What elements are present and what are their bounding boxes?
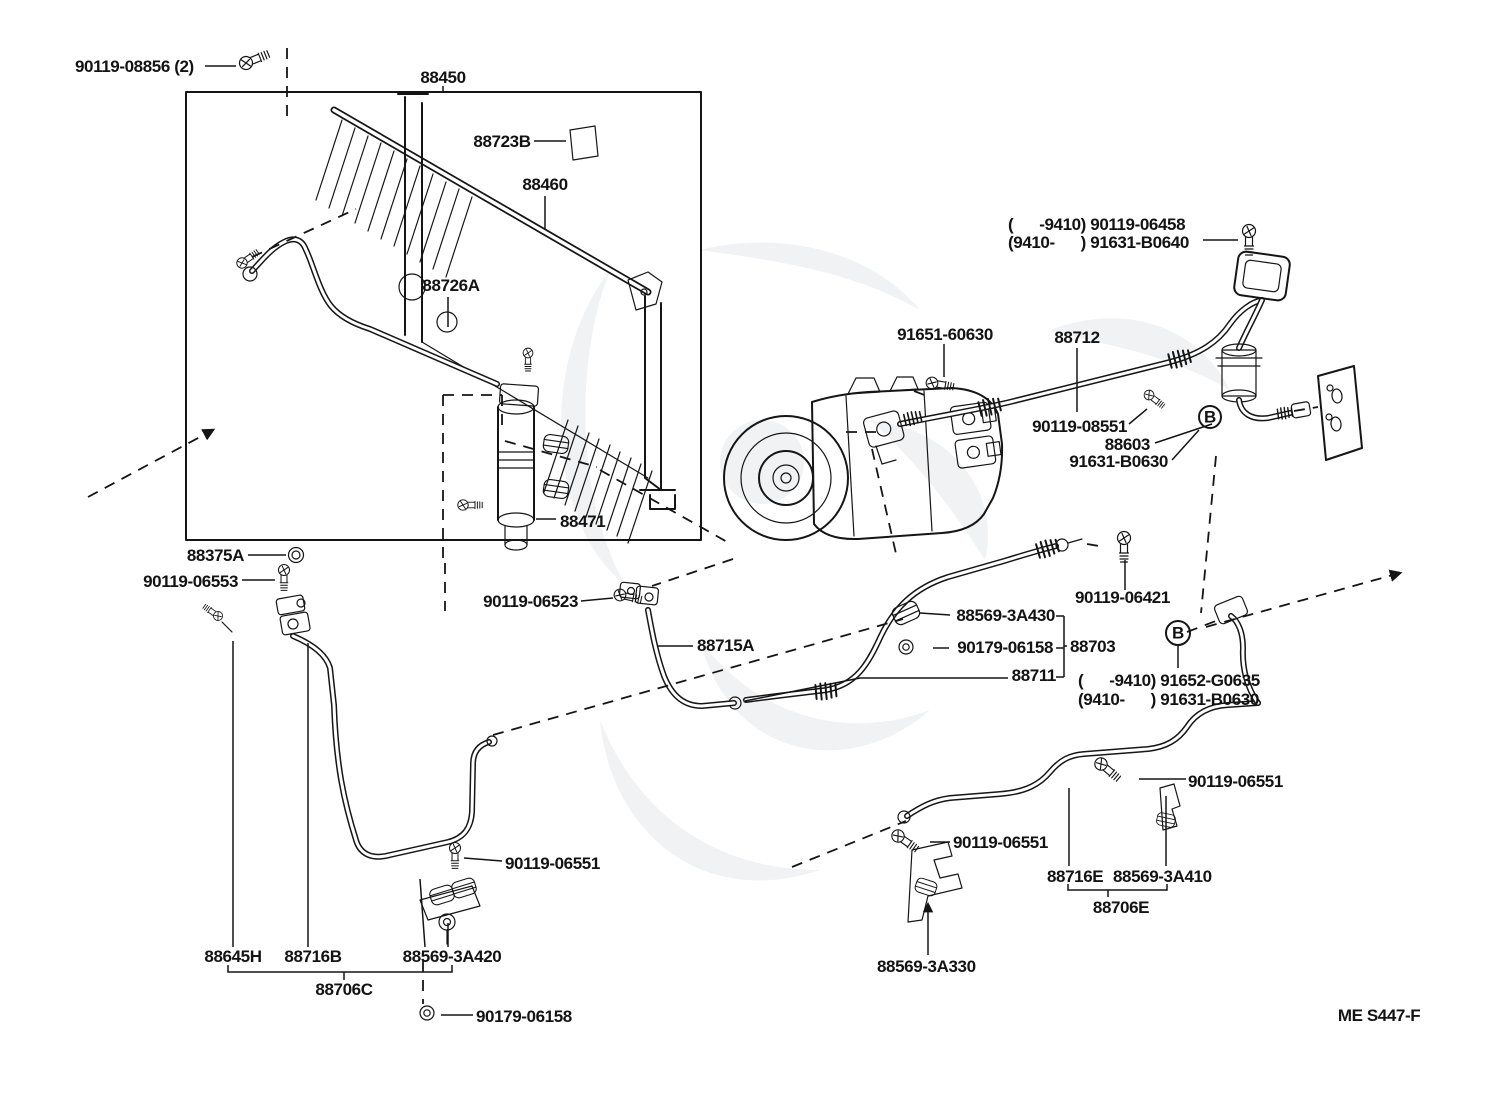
labels-layer: 90119-08856 (2) 88450 88723B 88460 88726A 884… xyxy=(75,57,1283,1026)
part-label-91631-B0640: (9410- ) 91631-B0640 xyxy=(1008,233,1189,252)
part-label-90179-06158-b: 90179-06158 xyxy=(476,1007,572,1026)
hose-elbow-block xyxy=(1233,250,1291,302)
part-label-88569-3A410: 88569-3A410 xyxy=(1113,867,1212,886)
valve-body-88603 xyxy=(1221,349,1257,397)
liquid-pipe-88726a xyxy=(242,239,497,384)
condenser-fins-top xyxy=(315,119,473,278)
firewall-plate xyxy=(1317,365,1363,461)
part-label-88712: 88712 xyxy=(1054,328,1099,347)
part-label-91631-B0630-b: (9410- ) 91631-B0630 xyxy=(1078,690,1259,709)
bracket-88706c xyxy=(227,965,453,980)
part-label-88706E: 88706E xyxy=(1093,898,1149,917)
part-label-88569-3A330: 88569-3A330 xyxy=(877,957,976,976)
part-label-88460: 88460 xyxy=(522,175,567,194)
part-label-88569-3A430: 88569-3A430 xyxy=(956,606,1055,625)
markers-layer: BB xyxy=(1165,405,1222,646)
callout-marker-B-0: B xyxy=(1198,405,1222,429)
bolt-drier-side xyxy=(457,499,483,511)
bolt-90119-06551-a xyxy=(1091,754,1124,784)
callout-marker-B-1: B xyxy=(1165,620,1191,646)
expansion-valve-and-plate xyxy=(1215,343,1363,461)
bracket-88706e xyxy=(1067,884,1168,897)
bolt-91651-60630 xyxy=(924,375,955,394)
part-label-90119-06551-c: 90119-06551 xyxy=(505,854,600,873)
bracket-88703 xyxy=(1056,615,1067,678)
part-label-88723B: 88723B xyxy=(473,132,530,151)
part-label-88726A: 88726A xyxy=(422,276,479,295)
part-label-88716E: 88716E xyxy=(1047,867,1103,886)
compressor-pulley xyxy=(723,415,849,541)
part-label-90119-06458: ( -9410) 90119-06458 xyxy=(1008,215,1185,234)
condenser-assembly xyxy=(315,93,676,544)
part-label-88450: 88450 xyxy=(420,68,465,87)
bolt-90119-08856 xyxy=(236,47,272,73)
part-label-88716B: 88716B xyxy=(284,947,341,966)
bolt-90119-06553 xyxy=(277,563,291,591)
part-label-88471: 88471 xyxy=(560,512,605,531)
receiver-drier xyxy=(497,383,570,551)
leader-lines xyxy=(205,65,1238,1016)
part-label-88603: 88603 xyxy=(1105,435,1150,454)
part-label-88715A: 88715A xyxy=(697,636,754,655)
diagram-code: ME S447-F xyxy=(1338,1006,1420,1025)
part-label-91651-60630: 91651-60630 xyxy=(897,325,993,344)
nut-90179-06158-a xyxy=(898,639,914,655)
part-label-88711: 88711 xyxy=(1012,666,1056,685)
bolt-drier-top xyxy=(522,347,534,372)
part-label-90119-08856: 90119-08856 (2) xyxy=(75,57,194,76)
bolt-90119-08551 xyxy=(1141,387,1167,411)
part-label-88569-3A420: 88569-3A420 xyxy=(403,947,502,966)
part-label-90119-06553: 90119-06553 xyxy=(143,572,238,591)
bolt-90119-06551-c xyxy=(448,841,462,869)
part-label-90119-06523: 90119-06523 xyxy=(483,592,578,611)
left-pipe-assembly xyxy=(221,594,498,945)
bolt-left-stub xyxy=(201,602,225,623)
part-label-90119-08551: 90119-08551 xyxy=(1032,417,1127,436)
part-label-90119-06421: 90119-06421 xyxy=(1075,588,1170,607)
cushion-pad-88723b xyxy=(569,125,599,161)
discharge-hose-88712 xyxy=(862,250,1291,465)
part-label-88645H: 88645H xyxy=(204,947,261,966)
svg-text:B: B xyxy=(1172,624,1184,643)
pipe-bracket-88716e xyxy=(907,841,963,923)
svg-text:B: B xyxy=(1204,408,1216,427)
part-label-88703: 88703 xyxy=(1070,637,1115,656)
ring-88375a xyxy=(287,546,305,564)
compressor xyxy=(723,376,1004,541)
part-label-90119-06551-b: 90119-06551 xyxy=(953,833,1048,852)
part-label-88375A: 88375A xyxy=(187,546,244,565)
part-label-88706C: 88706C xyxy=(315,980,372,999)
bolt-90119-06421 xyxy=(1116,530,1132,563)
nut-90179-06158-b xyxy=(419,1005,435,1021)
pipe-bracket-3a410 xyxy=(1159,783,1181,831)
rear-pipe-88706e xyxy=(897,595,1258,923)
part-label-91652-G0635: ( -9410) 91652-G0635 xyxy=(1078,671,1260,690)
part-label-90119-06551-a: 90119-06551 xyxy=(1188,772,1283,791)
bolt-90119-06551-b xyxy=(888,826,921,855)
bolt-90119-06458 xyxy=(1241,223,1257,256)
part-label-90179-06158-a: 90179-06158 xyxy=(957,638,1053,657)
part-label-91631-B0630-a: 91631-B0630 xyxy=(1069,452,1168,471)
dashed-guides xyxy=(87,48,1403,1004)
condenser-fins-bottom xyxy=(543,419,653,544)
